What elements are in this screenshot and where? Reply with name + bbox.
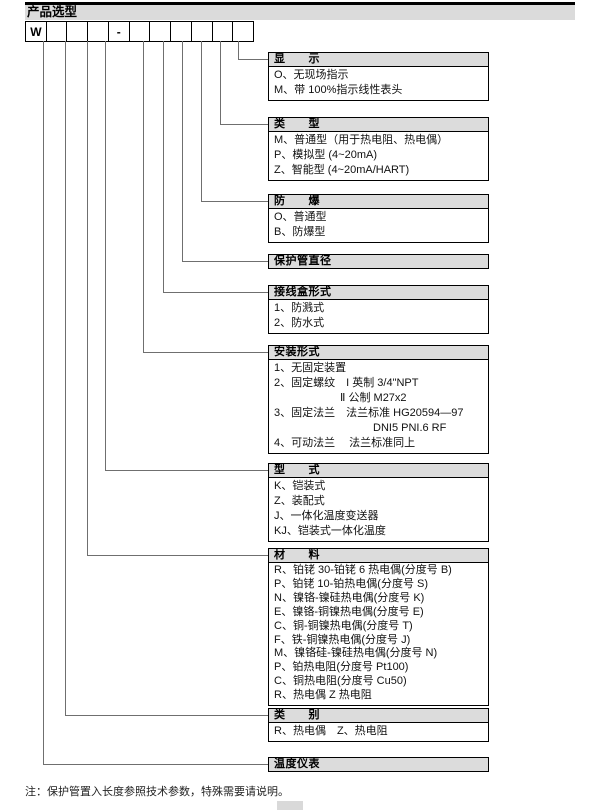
title-top-rule [25,2,575,5]
option-line: DNI5 PNI.6 RF [274,422,447,434]
connector-vertical-category [65,41,67,715]
option-line: O、普通型 [274,211,327,223]
option-line: M、普通型（用于热电阻、热电偶） [274,134,449,146]
option-line: R、热电偶 Z、热电阻 [274,725,388,737]
model-code-cell-5: - [109,22,130,41]
section-header-category: 类 别 [268,708,489,723]
section-header-style: 型 式 [268,463,489,478]
section-header-explosion-proof: 防 爆 [268,194,489,209]
connector-horizontal-style [105,470,268,472]
section-options-material: R、铂铑 30-铂铑 6 热电偶(分度号 B)P、铂铑 10-铂热电偶(分度号 … [268,563,489,707]
model-code-cell-2 [47,22,68,41]
connector-horizontal-installation-form [143,352,268,354]
option-line: Ⅱ 公制 M27x2 [274,392,407,404]
option-line: F、铁-铜镍热电偶(分度号 J) [274,633,411,646]
model-code-cell-3 [67,22,89,41]
connector-vertical-style [105,41,107,470]
section-options-junction-box-form: 1、防溅式 2、防水式 [268,300,489,334]
connector-vertical-material [87,41,89,555]
option-line: Z、智能型 (4~20mA/HART) [274,164,410,176]
option-line: K、铠装式 [274,480,326,492]
connector-vertical-installation-form [143,41,145,352]
option-line: B、防爆型 [274,226,326,238]
section-header-type: 类 型 [268,117,489,132]
option-line: J、一体化温度变送器 [274,510,379,522]
option-line: O、无现场指示 [274,69,349,81]
option-line: P、模拟型 (4~20mA) [274,149,377,161]
section-options-type: M、普通型（用于热电阻、热电偶） P、模拟型 (4~20mA) Z、智能型 (4~2… [268,132,489,181]
page-title: 产品选型 [27,5,78,19]
section-header-protection-tube-diameter: 保护管直径 [268,254,489,269]
section-junction-box-form: 接线盒形式 1、防溅式 2、防水式 [268,285,489,334]
option-line: P、铂热电阻(分度号 Pt100) [274,661,409,674]
model-code-cell-7 [150,22,172,41]
connector-vertical-explosion-proof [201,41,203,201]
option-line: 1、无固定装置 [274,362,347,374]
footnote: 注：保护管置入长度参照技术参数，特殊需要请说明。 [25,786,289,798]
connector-horizontal-temperature-instrument [43,764,268,766]
section-header-junction-box-form: 接线盒形式 [268,285,489,300]
connector-vertical-junction-box-form [163,41,165,292]
model-code-cell-9 [192,22,213,41]
option-line: 4、可动法兰 法兰标准同上 [274,437,416,449]
option-line: C、铜-铜镍热电偶(分度号 T) [274,619,413,632]
connector-vertical-display [238,41,240,59]
section-header-display: 显 示 [268,52,489,67]
section-header-installation-form: 安装形式 [268,345,489,360]
section-category: 类 别 R、热电偶 Z、热电阻 [268,708,489,742]
connector-horizontal-explosion-proof [201,201,268,203]
option-line: 2、防水式 [274,317,325,329]
section-display: 显 示 O、无现场指示 M、带 100%指示线性表头 [268,52,489,101]
option-line: C、铜热电阻(分度号 Cu50) [274,675,407,688]
section-options-style: K、铠装式 Z、装配式 J、一体化温度变送器 KJ、铠装式一体化温度 [268,478,489,542]
option-line: R、铂铑 30-铂铑 6 热电偶(分度号 B) [274,564,452,576]
model-code-row: W- [25,21,254,42]
section-installation-form: 安装形式 1、无固定装置 2、固定螺纹 I 英制 3/4"NPT Ⅱ 公制 M27x… [268,345,489,454]
model-code-cell-1: W [26,22,47,41]
title-background-bar [25,5,575,20]
section-options-explosion-proof: O、普通型 B、防爆型 [268,209,489,243]
connector-horizontal-category [65,715,268,717]
connector-horizontal-protection-tube-diameter [182,261,268,263]
section-options-installation-form: 1、无固定装置 2、固定螺纹 I 英制 3/4"NPT Ⅱ 公制 M27x2 3、固… [268,360,489,454]
option-line: Z、装配式 [274,495,325,507]
section-options-category: R、热电偶 Z、热电阻 [268,723,489,742]
option-line: 3、固定法兰 法兰标准 HG20594—97 [274,407,464,419]
option-line: R、热电偶 Z 热电阻 [274,689,372,702]
section-type: 类 型 M、普通型（用于热电阻、热电偶） P、模拟型 (4~20mA) Z、智能型 (… [268,117,489,181]
model-code-cell-4 [88,22,109,41]
option-line: E、镍铬-铜镍热电偶(分度号 E) [274,605,424,618]
section-header-material: 材 料 [268,548,489,563]
section-explosion-proof: 防 爆 O、普通型 B、防爆型 [268,194,489,243]
model-code-cell-8 [171,22,192,41]
section-temperature-instrument: 温度仪表 [268,757,489,772]
section-style: 型 式 K、铠装式 Z、装配式 J、一体化温度变送器 KJ、铠装式一体化温度 [268,463,489,542]
option-line: KJ、铠装式一体化温度 [274,525,386,537]
connector-horizontal-display [238,59,268,61]
option-line: 2、固定螺纹 I 英制 3/4"NPT [274,377,419,389]
connector-vertical-protection-tube-diameter [182,41,184,261]
option-line: M、镍铬硅-镍硅热电偶(分度号 N) [274,647,438,660]
connector-horizontal-material [87,555,268,557]
model-code-cell-10 [213,22,234,41]
connector-vertical-temperature-instrument [43,41,45,764]
section-options-display: O、无现场指示 M、带 100%指示线性表头 [268,67,489,101]
option-line: 1、防溅式 [274,302,325,314]
connector-vertical-type [220,41,222,124]
model-code-cell-6 [130,22,151,41]
footer-page-box [277,801,303,810]
section-header-temperature-instrument: 温度仪表 [268,757,489,772]
connector-horizontal-type [220,124,268,126]
section-protection-tube-diameter: 保护管直径 [268,254,489,269]
model-code-cell-11 [233,22,253,41]
option-line: N、镍铬-镍硅热电偶(分度号 K) [274,591,425,604]
connector-horizontal-junction-box-form [163,292,268,294]
option-line: M、带 100%指示线性表头 [274,84,403,96]
option-line: P、铂铑 10-铂热电偶(分度号 S) [274,577,429,590]
